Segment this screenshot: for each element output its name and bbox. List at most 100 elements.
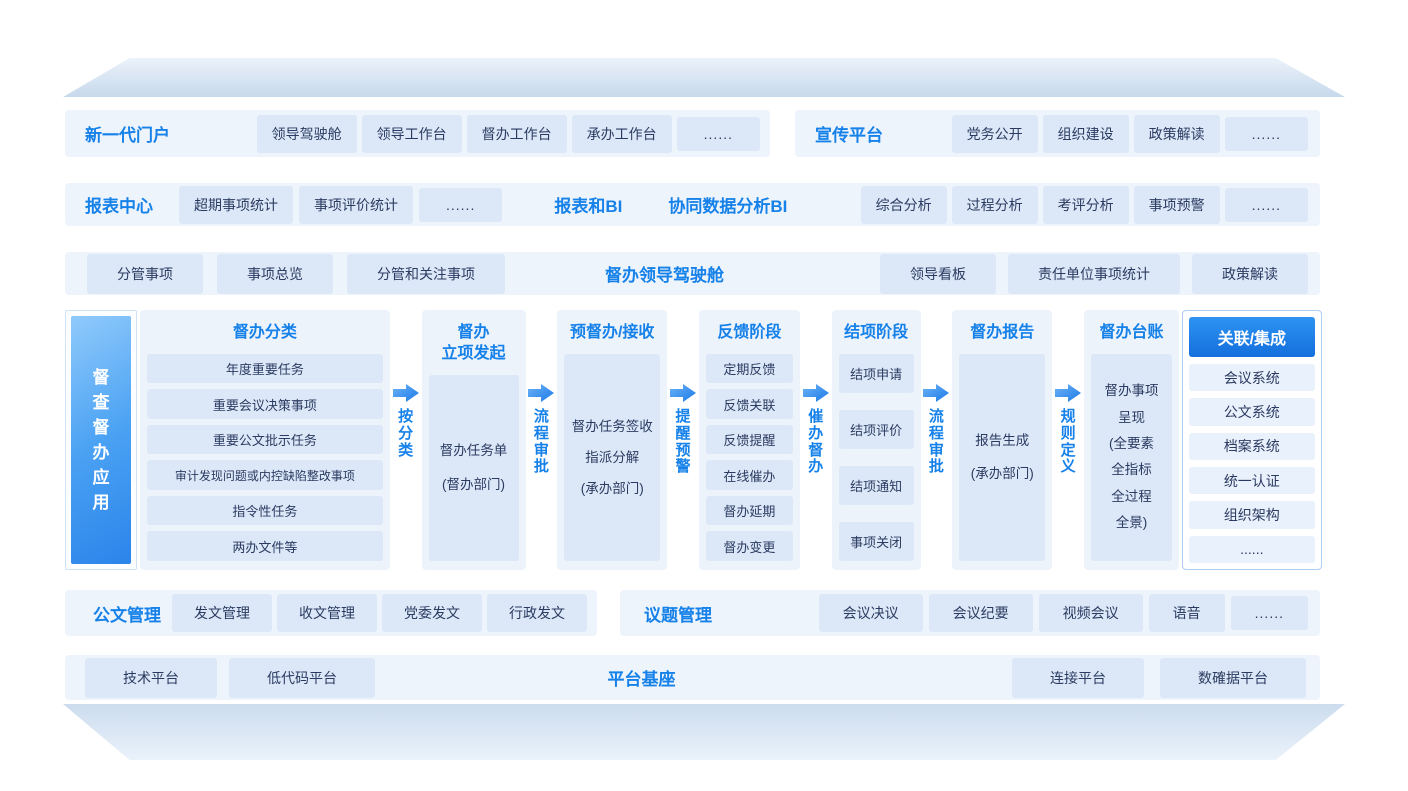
arrow-flow-approval-1: 流程审批 <box>528 310 555 570</box>
publicity-section: 宣传平台 党务公开 组织建设 政策解读 ...... <box>795 110 1320 157</box>
supervision-app-band: 督查督办应用 督办分类 年度重要任务 重要会议决策事项 重要公文批示任务 审计发… <box>65 310 1322 570</box>
leader-cockpit-section: 分管事项 事项总览 分管和关注事项 督办领导驾驶舱 领导看板 责任单位事项统计 … <box>65 252 1320 295</box>
bi-title: 报表和BI <box>554 197 623 216</box>
arrow-flow-approval-2: 流程审批 <box>923 310 950 570</box>
column-receive: 预督办/接收 督办任务签收 指派分解 (承办部门) <box>557 310 668 570</box>
documents-section: 公文管理 发文管理 收文管理 党委发文 行政发文 <box>65 590 597 636</box>
classify-items: 年度重要任务 重要会议决策事项 重要公文批示任务 审计发现问题或内控缺陷整改事项… <box>146 353 383 561</box>
chip-documents-1: 收文管理 <box>277 594 377 632</box>
ledger-title: 督办台账 <box>1099 324 1164 341</box>
leader-cockpit-title: 督办领导驾驶舱 <box>605 266 724 285</box>
chip-cockpit-right-2: 政策解读 <box>1192 253 1308 294</box>
portal-items: 领导驾驶舱 领导工作台 督办工作台 承办工作台 ...... <box>256 114 760 153</box>
arrow-label: 规则定义 <box>1060 408 1076 476</box>
platform-left-items: 技术平台 低代码平台 <box>85 657 375 698</box>
documents-title: 公文管理 <box>93 605 161 625</box>
closing-title: 结项阶段 <box>844 324 909 341</box>
chip-platform-left-0: 技术平台 <box>85 657 217 698</box>
publicity-items: 党务公开 组织建设 政策解读 ...... <box>951 114 1308 153</box>
analysis-items: 综合分析 过程分析 考评分析 事项预警 ...... <box>860 185 1308 224</box>
chip-report-0: 超期事项统计 <box>179 185 293 224</box>
chip-documents-0: 发文管理 <box>172 594 272 632</box>
cockpit-right-items: 领导看板 责任单位事项统计 政策解读 <box>880 253 1308 294</box>
receive-title: 预督办/接收 <box>569 324 655 341</box>
arrow-urge-supervise: 催办督办 <box>802 310 829 570</box>
chip-portal-2: 督办工作台 <box>466 114 567 153</box>
column-report: 督办报告 报告生成 (承办部门) <box>952 310 1053 570</box>
portal-section: 新一代门户 领导驾驶舱 领导工作台 督办工作台 承办工作台 ...... <box>65 110 770 157</box>
chip-integration-1: 公文系统 <box>1188 398 1315 426</box>
chip-analysis-0: 综合分析 <box>860 185 947 224</box>
report-center-section: 报表中心 超期事项统计 事项评价统计 ...... 报表和BI 协同数据分析BI… <box>65 183 1320 226</box>
chip-classify-0: 年度重要任务 <box>146 353 383 384</box>
chip-feedback-4: 督办延期 <box>705 495 793 526</box>
chip-portal-3: 承办工作台 <box>571 114 672 153</box>
documents-items: 发文管理 收文管理 党委发文 行政发文 <box>172 594 587 632</box>
chip-classify-3: 审计发现问题或内控缺陷整改事项 <box>146 460 383 490</box>
chip-topics-0: 会议决议 <box>818 594 923 632</box>
initiate-body: 督办任务单 (督办部门) <box>428 374 519 561</box>
chip-platform-right-1: 数確据平台 <box>1160 657 1306 698</box>
chip-integration-4: 组织架构 <box>1188 501 1315 529</box>
chip-analysis-3: 事项预警 <box>1133 185 1220 224</box>
column-closing: 结项阶段 结项申请 结项评价 结项通知 事项关闭 <box>831 310 921 570</box>
feedback-title: 反馈阶段 <box>717 324 782 341</box>
closing-items: 结项申请 结项评价 结项通知 事项关闭 <box>838 353 914 561</box>
column-ledger: 督办台账 督办事项 呈现 (全要素 全指标 全过程 全景) <box>1083 310 1179 570</box>
app-side-label-box: 督查督办应用 <box>65 310 137 570</box>
chip-portal-1: 领导工作台 <box>361 114 462 153</box>
chip-cockpit-right-1: 责任单位事项统计 <box>1008 253 1180 294</box>
chip-closing-1: 结项评价 <box>838 409 914 449</box>
arrow-label: 流程审批 <box>533 408 549 476</box>
app-side-gradient-bar: 督查督办应用 <box>71 316 131 564</box>
chip-analysis-2: 考评分析 <box>1042 185 1129 224</box>
chip-publicity-1: 组织建设 <box>1042 114 1129 153</box>
app-side-label: 督查督办应用 <box>92 367 110 513</box>
chip-documents-3: 行政发文 <box>487 594 587 632</box>
arrow-right-icon <box>392 384 419 402</box>
report-title: 督办报告 <box>970 324 1035 341</box>
column-classify: 督办分类 年度重要任务 重要会议决策事项 重要公文批示任务 审计发现问题或内控缺… <box>139 310 390 570</box>
chip-portal-0: 领导驾驶舱 <box>256 114 357 153</box>
arrow-rule-define: 规则定义 <box>1055 310 1082 570</box>
chip-closing-3: 事项关闭 <box>838 521 914 561</box>
arrow-right-icon <box>670 384 697 402</box>
chip-platform-left-1: 低代码平台 <box>229 657 375 698</box>
chip-analysis-1: 过程分析 <box>951 185 1038 224</box>
chip-topics-more: ...... <box>1230 596 1308 630</box>
arrow-right-icon <box>802 384 829 402</box>
arrow-label: 流程审批 <box>928 408 944 476</box>
chip-documents-2: 党委发文 <box>382 594 482 632</box>
chip-analysis-more: ...... <box>1224 187 1308 222</box>
chip-report-more: ...... <box>419 187 503 222</box>
topics-title: 议题管理 <box>644 605 712 625</box>
chip-publicity-more: ...... <box>1224 116 1308 151</box>
bi-subtitle: 协同数据分析BI <box>668 197 788 216</box>
platform-right-items: 连接平台 数確据平台 <box>1012 657 1306 698</box>
chip-classify-5: 两办文件等 <box>146 531 383 561</box>
arrow-label: 提醒预警 <box>675 408 691 476</box>
platform-base-section: 技术平台 低代码平台 平台基座 连接平台 数確据平台 <box>65 655 1320 700</box>
chip-topics-2: 视频会议 <box>1038 594 1143 632</box>
chip-feedback-2: 反馈提醒 <box>705 424 793 455</box>
column-integration: 关联/集成 会议系统 公文系统 档案系统 统一认证 组织架构 ...... <box>1181 310 1322 570</box>
arrow-remind-warn: 提醒预警 <box>670 310 697 570</box>
chip-platform-right-0: 连接平台 <box>1012 657 1144 698</box>
publicity-title: 宣传平台 <box>815 126 883 145</box>
chip-cockpit-left-1: 事项总览 <box>217 253 333 294</box>
chip-integration-0: 会议系统 <box>1188 364 1315 392</box>
column-feedback: 反馈阶段 定期反馈 反馈关联 反馈提醒 在线催办 督办延期 督办变更 <box>698 310 800 570</box>
chip-feedback-5: 督办变更 <box>705 531 793 561</box>
arrow-by-category: 按分类 <box>392 310 419 570</box>
chip-portal-more: ...... <box>676 116 760 151</box>
portal-title: 新一代门户 <box>85 126 170 145</box>
arrow-right-icon <box>1055 384 1082 402</box>
report-center-items: 超期事项统计 事项评价统计 ...... <box>179 185 503 224</box>
integration-title: 关联/集成 <box>1188 317 1315 357</box>
topics-items: 会议决议 会议纪要 视频会议 语音 ...... <box>818 594 1308 632</box>
top-perspective-face <box>63 58 1345 97</box>
chip-classify-1: 重要会议决策事项 <box>146 389 383 419</box>
chip-feedback-0: 定期反馈 <box>705 353 793 384</box>
initiate-title: 督办 立项发起 <box>441 324 506 362</box>
report-body: 报告生成 (承办部门) <box>959 353 1046 561</box>
